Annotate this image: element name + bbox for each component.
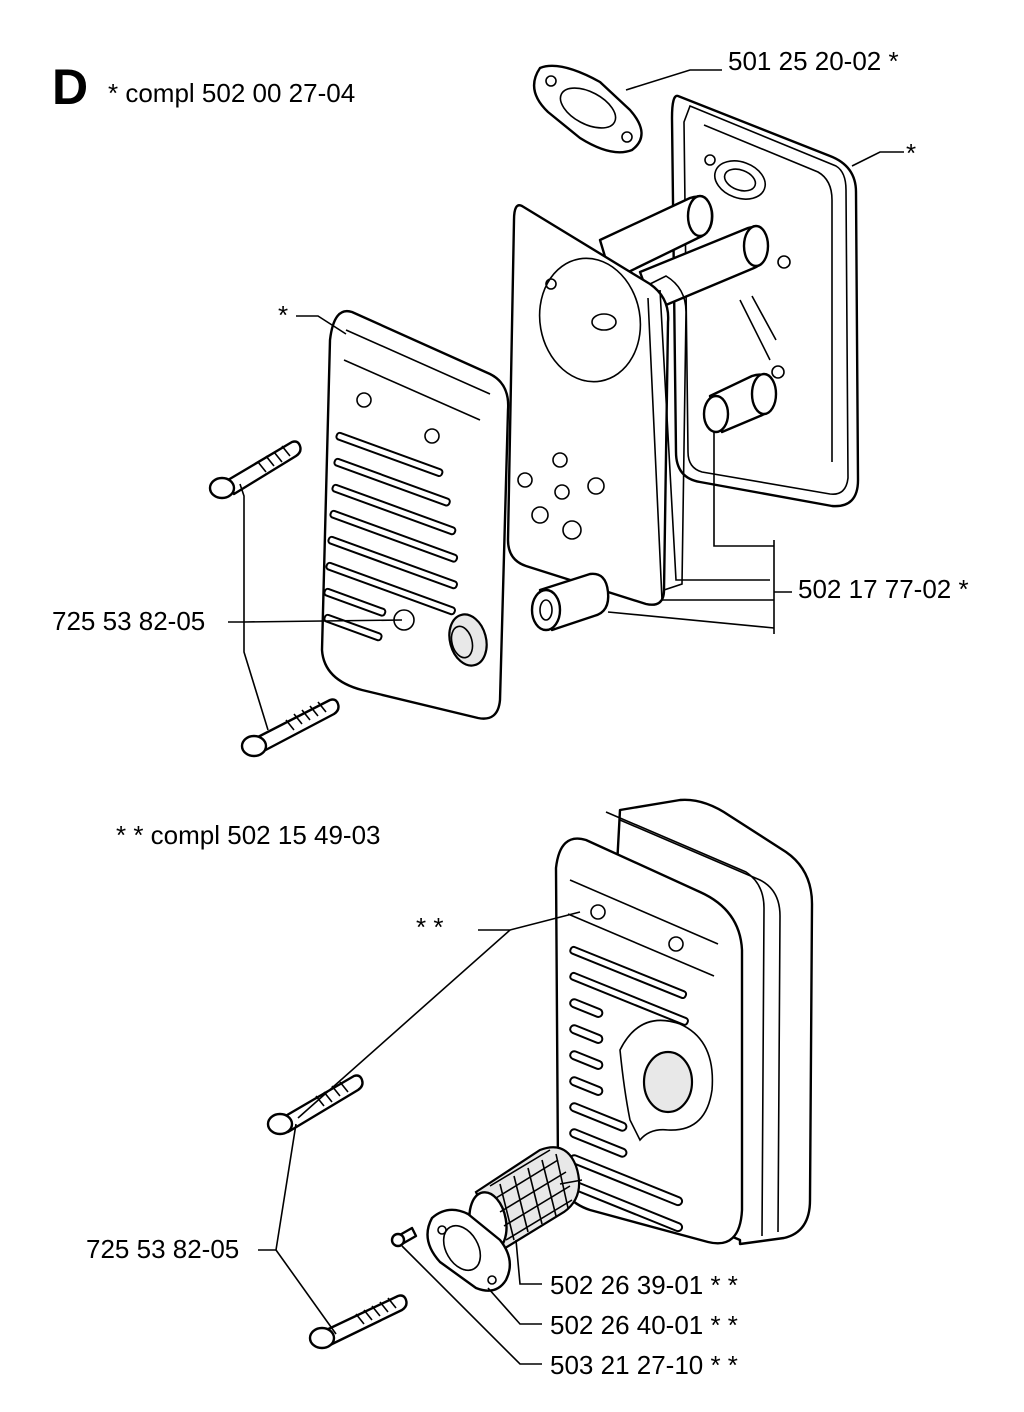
top-screws	[208, 440, 340, 758]
top-cover-part	[320, 309, 510, 720]
spacer-tubes	[598, 194, 778, 434]
gasket-part	[532, 64, 643, 154]
bottom-cover-part	[554, 837, 744, 1245]
front-spacer-tube	[530, 572, 610, 632]
spark-screen-label: 502 26 39-01 * *	[550, 1270, 738, 1300]
screen-flange-label: 502 26 40-01 * *	[550, 1310, 738, 1340]
flange-screw-part	[390, 1226, 418, 1248]
top-screws-label: 725 53 82-05	[52, 606, 206, 636]
heat-plate-part	[506, 204, 687, 606]
bottom-screws-label: 725 53 82-05	[86, 1234, 240, 1264]
screen-flange-part	[426, 1208, 512, 1292]
bottom-screws	[266, 1074, 408, 1350]
flange-screw-label: 503 21 27-10 * *	[550, 1350, 738, 1380]
muffler-body-part	[670, 94, 860, 508]
compl-label-2: * * compl 502 15 49-03	[116, 820, 381, 850]
top-cover-label: *	[278, 300, 289, 330]
bottom-cover-label: * *	[416, 912, 444, 942]
section-letter: D	[52, 59, 89, 115]
leader-lines	[228, 69, 904, 1365]
gasket-label: 501 25 20-02 *	[728, 46, 899, 76]
compl-label-1: * compl 502 00 27-04	[108, 78, 356, 108]
muffler-body-label: *	[906, 138, 917, 168]
spacers-label: 502 17 77-02 *	[798, 574, 969, 604]
